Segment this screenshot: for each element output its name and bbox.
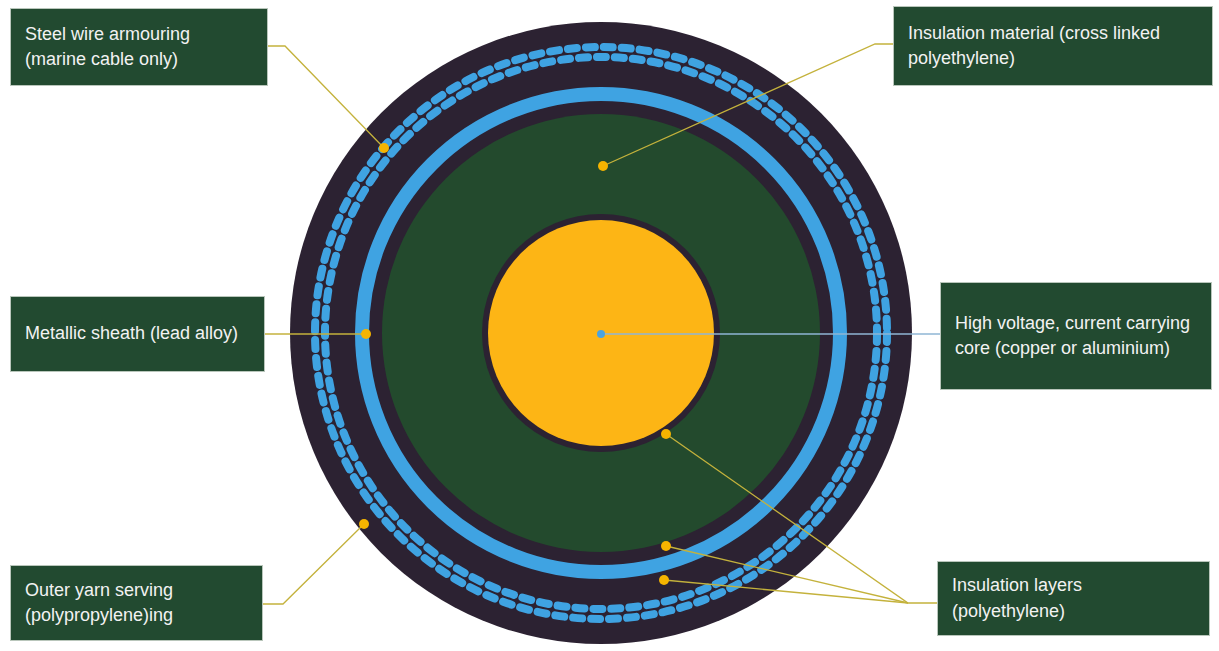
armour-wires-outer bbox=[315, 47, 887, 619]
callout-text-group: High voltage, current carrying core (cop… bbox=[955, 311, 1197, 361]
insulation-material bbox=[382, 114, 820, 552]
leader-dot bbox=[598, 161, 608, 171]
conductor-core bbox=[488, 220, 714, 446]
leader-dot bbox=[361, 329, 371, 339]
leader-line bbox=[268, 46, 384, 148]
leader-dot bbox=[597, 330, 605, 338]
callout-text: High voltage, current carrying core (cop… bbox=[955, 311, 1197, 361]
insulation-layer bbox=[482, 214, 720, 452]
metallic-sheath bbox=[362, 94, 840, 572]
callout-text-group: Insulation layers (polyethylene) bbox=[952, 573, 1195, 623]
callout-text: Insulation layers (polyethylene) bbox=[952, 573, 1195, 623]
leader-line bbox=[666, 434, 937, 603]
leader-line bbox=[265, 333, 366, 334]
outer-serving bbox=[290, 22, 912, 644]
leader-dot bbox=[661, 541, 671, 551]
callout-box: Insulation layers (polyethylene) bbox=[937, 561, 1210, 636]
leader-dot bbox=[659, 575, 669, 585]
callout-text: Outer yarn serving (polypropylene)ing bbox=[25, 578, 248, 628]
leader-dot bbox=[661, 429, 671, 439]
callout-text-group: Outer yarn serving (polypropylene)ing bbox=[25, 578, 248, 628]
armour-wires-inner bbox=[325, 57, 877, 609]
callout-text: Metallic sheath (lead alloy) bbox=[25, 321, 238, 346]
leader-dot bbox=[359, 519, 369, 529]
leader-dot bbox=[379, 143, 389, 153]
callout-text: Insulation material (cross linked polyet… bbox=[908, 21, 1198, 71]
callout-text: Steel wire armouring (marine cable only) bbox=[25, 22, 253, 72]
callout-box: Insulation material (cross linked polyet… bbox=[893, 6, 1213, 86]
leader-line bbox=[664, 580, 908, 603]
leader-line bbox=[603, 44, 893, 166]
leader-line bbox=[666, 546, 908, 603]
leader-dots bbox=[359, 143, 671, 585]
callout-text-group: Insulation material (cross linked polyet… bbox=[908, 21, 1198, 71]
callout-box: Steel wire armouring (marine cable only) bbox=[10, 8, 268, 86]
callout-text-group: Steel wire armouring (marine cable only) bbox=[25, 22, 253, 72]
leader-line bbox=[263, 524, 364, 604]
callout-text-group: Metallic sheath (lead alloy) bbox=[25, 321, 238, 346]
leader-lines bbox=[263, 44, 937, 604]
callout-box: High voltage, current carrying core (cop… bbox=[940, 282, 1212, 390]
callout-box: Outer yarn serving (polypropylene)ing bbox=[10, 565, 263, 641]
callout-box: Metallic sheath (lead alloy) bbox=[10, 296, 265, 372]
leader-line bbox=[601, 333, 940, 334]
